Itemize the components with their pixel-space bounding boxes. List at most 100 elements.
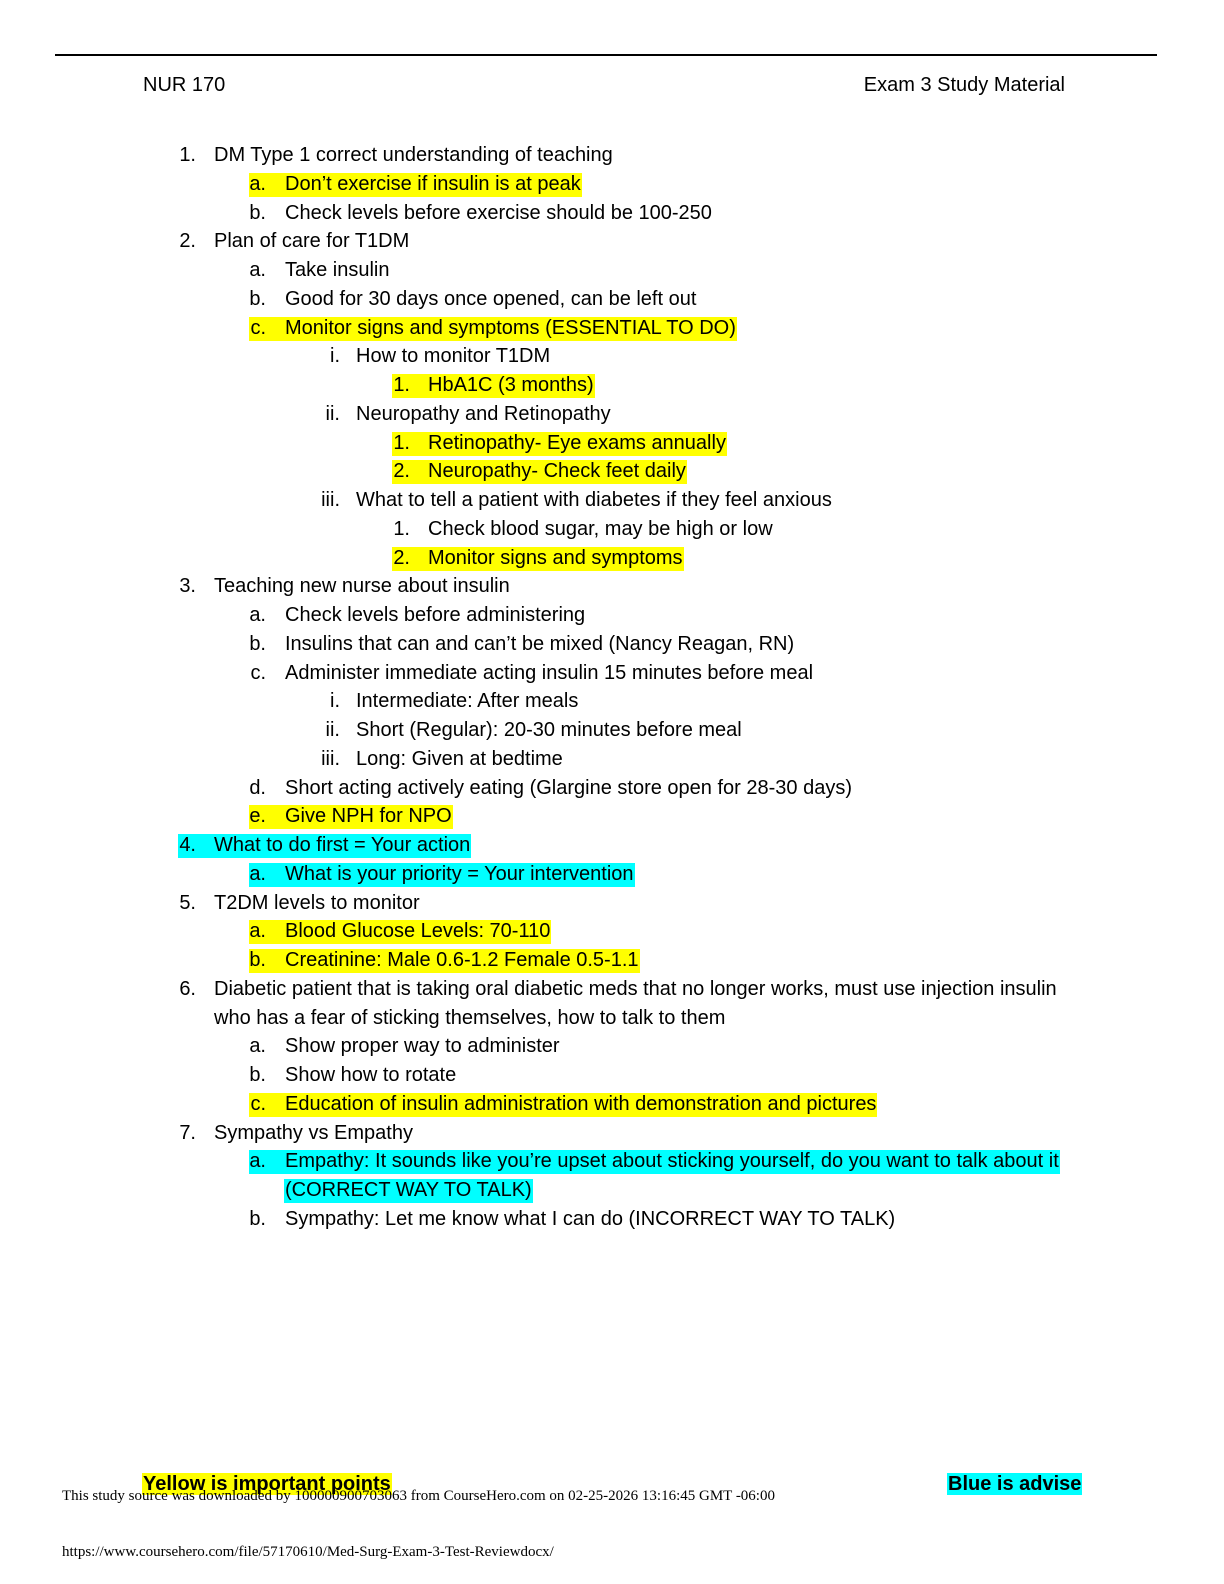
- important-highlight: [392, 460, 687, 485]
- outline-item-marker: 1.: [393, 517, 410, 540]
- outline-item-text: Give NPH for NPO: [285, 805, 452, 828]
- outline-item-marker: i.: [330, 345, 340, 368]
- outline-item: a.Don’t exercise if insulin is at peak: [0, 170, 1224, 199]
- important-highlight: [249, 172, 582, 197]
- outline-item-text: Show how to rotate: [285, 1064, 457, 1086]
- outline-item-text: Short acting actively eating (Glargine s…: [285, 776, 852, 799]
- important-highlight: [392, 546, 684, 571]
- outline-item-text: Blood Glucose Levels: 70-110: [285, 920, 551, 943]
- outline-item-marker: 7.: [179, 1121, 196, 1144]
- outline-item-marker: a.: [249, 604, 266, 626]
- outline-item: 1.Check blood sugar, may be high or low: [0, 515, 1224, 544]
- outline-item-text: who has a fear of sticking themselves, h…: [214, 1006, 726, 1029]
- important-highlight: [249, 1092, 878, 1117]
- outline-item: b.Show how to rotate: [0, 1061, 1224, 1090]
- outline-item-marker: 1.: [179, 144, 196, 166]
- outline-item-marker: ii.: [325, 402, 340, 425]
- outline-item-marker: 3.: [179, 575, 196, 598]
- outline-item-marker: c.: [250, 1092, 266, 1115]
- outline-item-text: DM Type 1 correct understanding of teach…: [214, 144, 613, 166]
- outline-item: b.Check levels before exercise should be…: [0, 199, 1224, 228]
- outline-item-marker: 1.: [393, 374, 410, 396]
- outline-item-text: What to tell a patient with diabetes if …: [356, 489, 832, 511]
- outline-item: a. Check levels before administering: [0, 601, 1224, 630]
- important-highlight: [249, 949, 640, 973]
- advise-highlight: [249, 1150, 1060, 1175]
- outline-item-text: HbA1C (3 months): [428, 374, 594, 396]
- outline-item-text: Neuropathy- Check feet daily: [428, 460, 686, 483]
- outline-item-marker: 4.: [179, 834, 196, 856]
- outline-item-marker: 6.: [179, 977, 196, 1000]
- outline-item: ii. Short (Regular): 20-30 minutes before…: [0, 716, 1224, 745]
- outline-item-marker: a.: [249, 1150, 266, 1173]
- outline-item-text: Insulins that can and can’t be mixed (Na…: [285, 632, 795, 655]
- outline-item-marker: a.: [249, 172, 266, 195]
- download-source-notice: This study source was downloaded by 1000…: [62, 1488, 775, 1504]
- outline-item-marker: a.: [249, 259, 266, 281]
- outline-item-marker: b.: [249, 632, 266, 655]
- important-highlight: [249, 805, 453, 830]
- outline-item: ii. Neuropathy and Retinopathy: [0, 400, 1224, 429]
- outline-item: 2. Monitor signs and symptoms: [0, 544, 1224, 573]
- outline-item-text: Education of insulin administration with…: [285, 1092, 877, 1115]
- legend-yellow: Yellow is important points: [142, 1471, 392, 1497]
- outline-item-marker: iii.: [321, 747, 340, 770]
- important-highlight: [392, 431, 727, 456]
- course-code: NUR 170: [143, 74, 226, 96]
- outline-item-marker: b.: [249, 287, 266, 310]
- outline-item: 3. Teaching new nurse about insulin: [0, 572, 1224, 601]
- outline-item-marker: ii.: [325, 719, 340, 741]
- outline-item-text: Diabetic patient that is taking oral dia…: [214, 977, 1057, 1000]
- outline-item: 1.Retinopathy- Eye exams annually: [0, 429, 1224, 458]
- outline-item: c.Monitor signs and symptoms (ESSENTIAL …: [0, 314, 1224, 343]
- outline-item-text: Creatinine: Male 0.6-1.2 Female 0.5-1.1: [285, 949, 639, 971]
- header-rule: [55, 54, 1157, 56]
- outline-item-text: Neuropathy and Retinopathy: [356, 402, 611, 425]
- outline-item: 5.T2DM levels to monitor: [0, 889, 1224, 918]
- outline-item: a.What is your priority = Your intervent…: [0, 860, 1224, 889]
- outline-item-text: What to do first = Your action: [214, 834, 471, 856]
- outline-item-text: Intermediate: After meals: [356, 690, 579, 713]
- outline-item: 4. What to do first = Your action: [0, 831, 1224, 860]
- outline-item-marker: b.: [249, 201, 266, 224]
- important-highlight: [249, 920, 552, 945]
- outline-item: 1. DM Type 1 correct understanding of tea…: [0, 141, 1224, 170]
- outline-item: d.Short acting actively eating (Glargine…: [0, 774, 1224, 803]
- outline-item: b. Insulins that can and can’t be mixed (…: [0, 630, 1224, 659]
- legend-blue: Blue is advise: [947, 1471, 1083, 1497]
- outline-item: c. Education of insulin administration wi…: [0, 1090, 1224, 1119]
- outline-item: 1. HbA1C (3 months): [0, 371, 1224, 400]
- advise-highlight: [178, 834, 472, 858]
- outline-item-text: Monitor signs and symptoms (ESSENTIAL TO…: [285, 316, 736, 339]
- outline-item-text: What is your priority = Your interventio…: [285, 862, 634, 885]
- source-url[interactable]: https://www.coursehero.com/file/57170610…: [62, 1544, 554, 1560]
- outline-item-text: Check levels before administering: [285, 604, 586, 626]
- outline-item-text: Long: Given at bedtime: [356, 747, 563, 770]
- outline-item-marker: 2.: [393, 546, 410, 569]
- outline-item-text: Sympathy: Let me know what I can do (INC…: [285, 1207, 896, 1230]
- important-highlight: [392, 374, 595, 398]
- outline-item-text: Empathy: It sounds like you’re upset abo…: [285, 1150, 1059, 1173]
- outline-item: 2. Plan of care for T1DM: [0, 227, 1224, 256]
- outline-item: b.Sympathy: Let me know what I can do (I…: [0, 1205, 1224, 1234]
- outline-item: a. Blood Glucose Levels: 70-110: [0, 917, 1224, 946]
- outline-item: e. Give NPH for NPO: [0, 802, 1224, 831]
- outline-item-marker: c.: [250, 661, 266, 684]
- outline-item: iii.What to tell a patient with diabetes…: [0, 486, 1224, 515]
- outline-item-marker: 2.: [179, 230, 196, 253]
- outline-item-marker: a.: [249, 920, 266, 943]
- outline-item-text: Plan of care for T1DM: [214, 230, 410, 253]
- outline-item-text: Teaching new nurse about insulin: [214, 575, 510, 598]
- advise-highlight: [284, 1179, 533, 1203]
- outline-item: b.Good for 30 days once opened, can be l…: [0, 285, 1224, 314]
- outline-item-marker: b.: [249, 949, 266, 971]
- outline-item: who has a fear of sticking themselves, h…: [0, 1004, 1224, 1033]
- outline-item-text: Monitor signs and symptoms: [428, 546, 683, 569]
- outline-item-marker: 1.: [393, 431, 410, 454]
- outline-item-marker: 2.: [393, 460, 410, 483]
- outline-item-marker: e.: [249, 805, 266, 828]
- outline-item-text: T2DM levels to monitor: [214, 891, 420, 914]
- outline-item-text: Short (Regular): 20-30 minutes before me…: [356, 719, 742, 741]
- outline-item: iii. Long: Given at bedtime: [0, 745, 1224, 774]
- important-highlight: [249, 316, 737, 341]
